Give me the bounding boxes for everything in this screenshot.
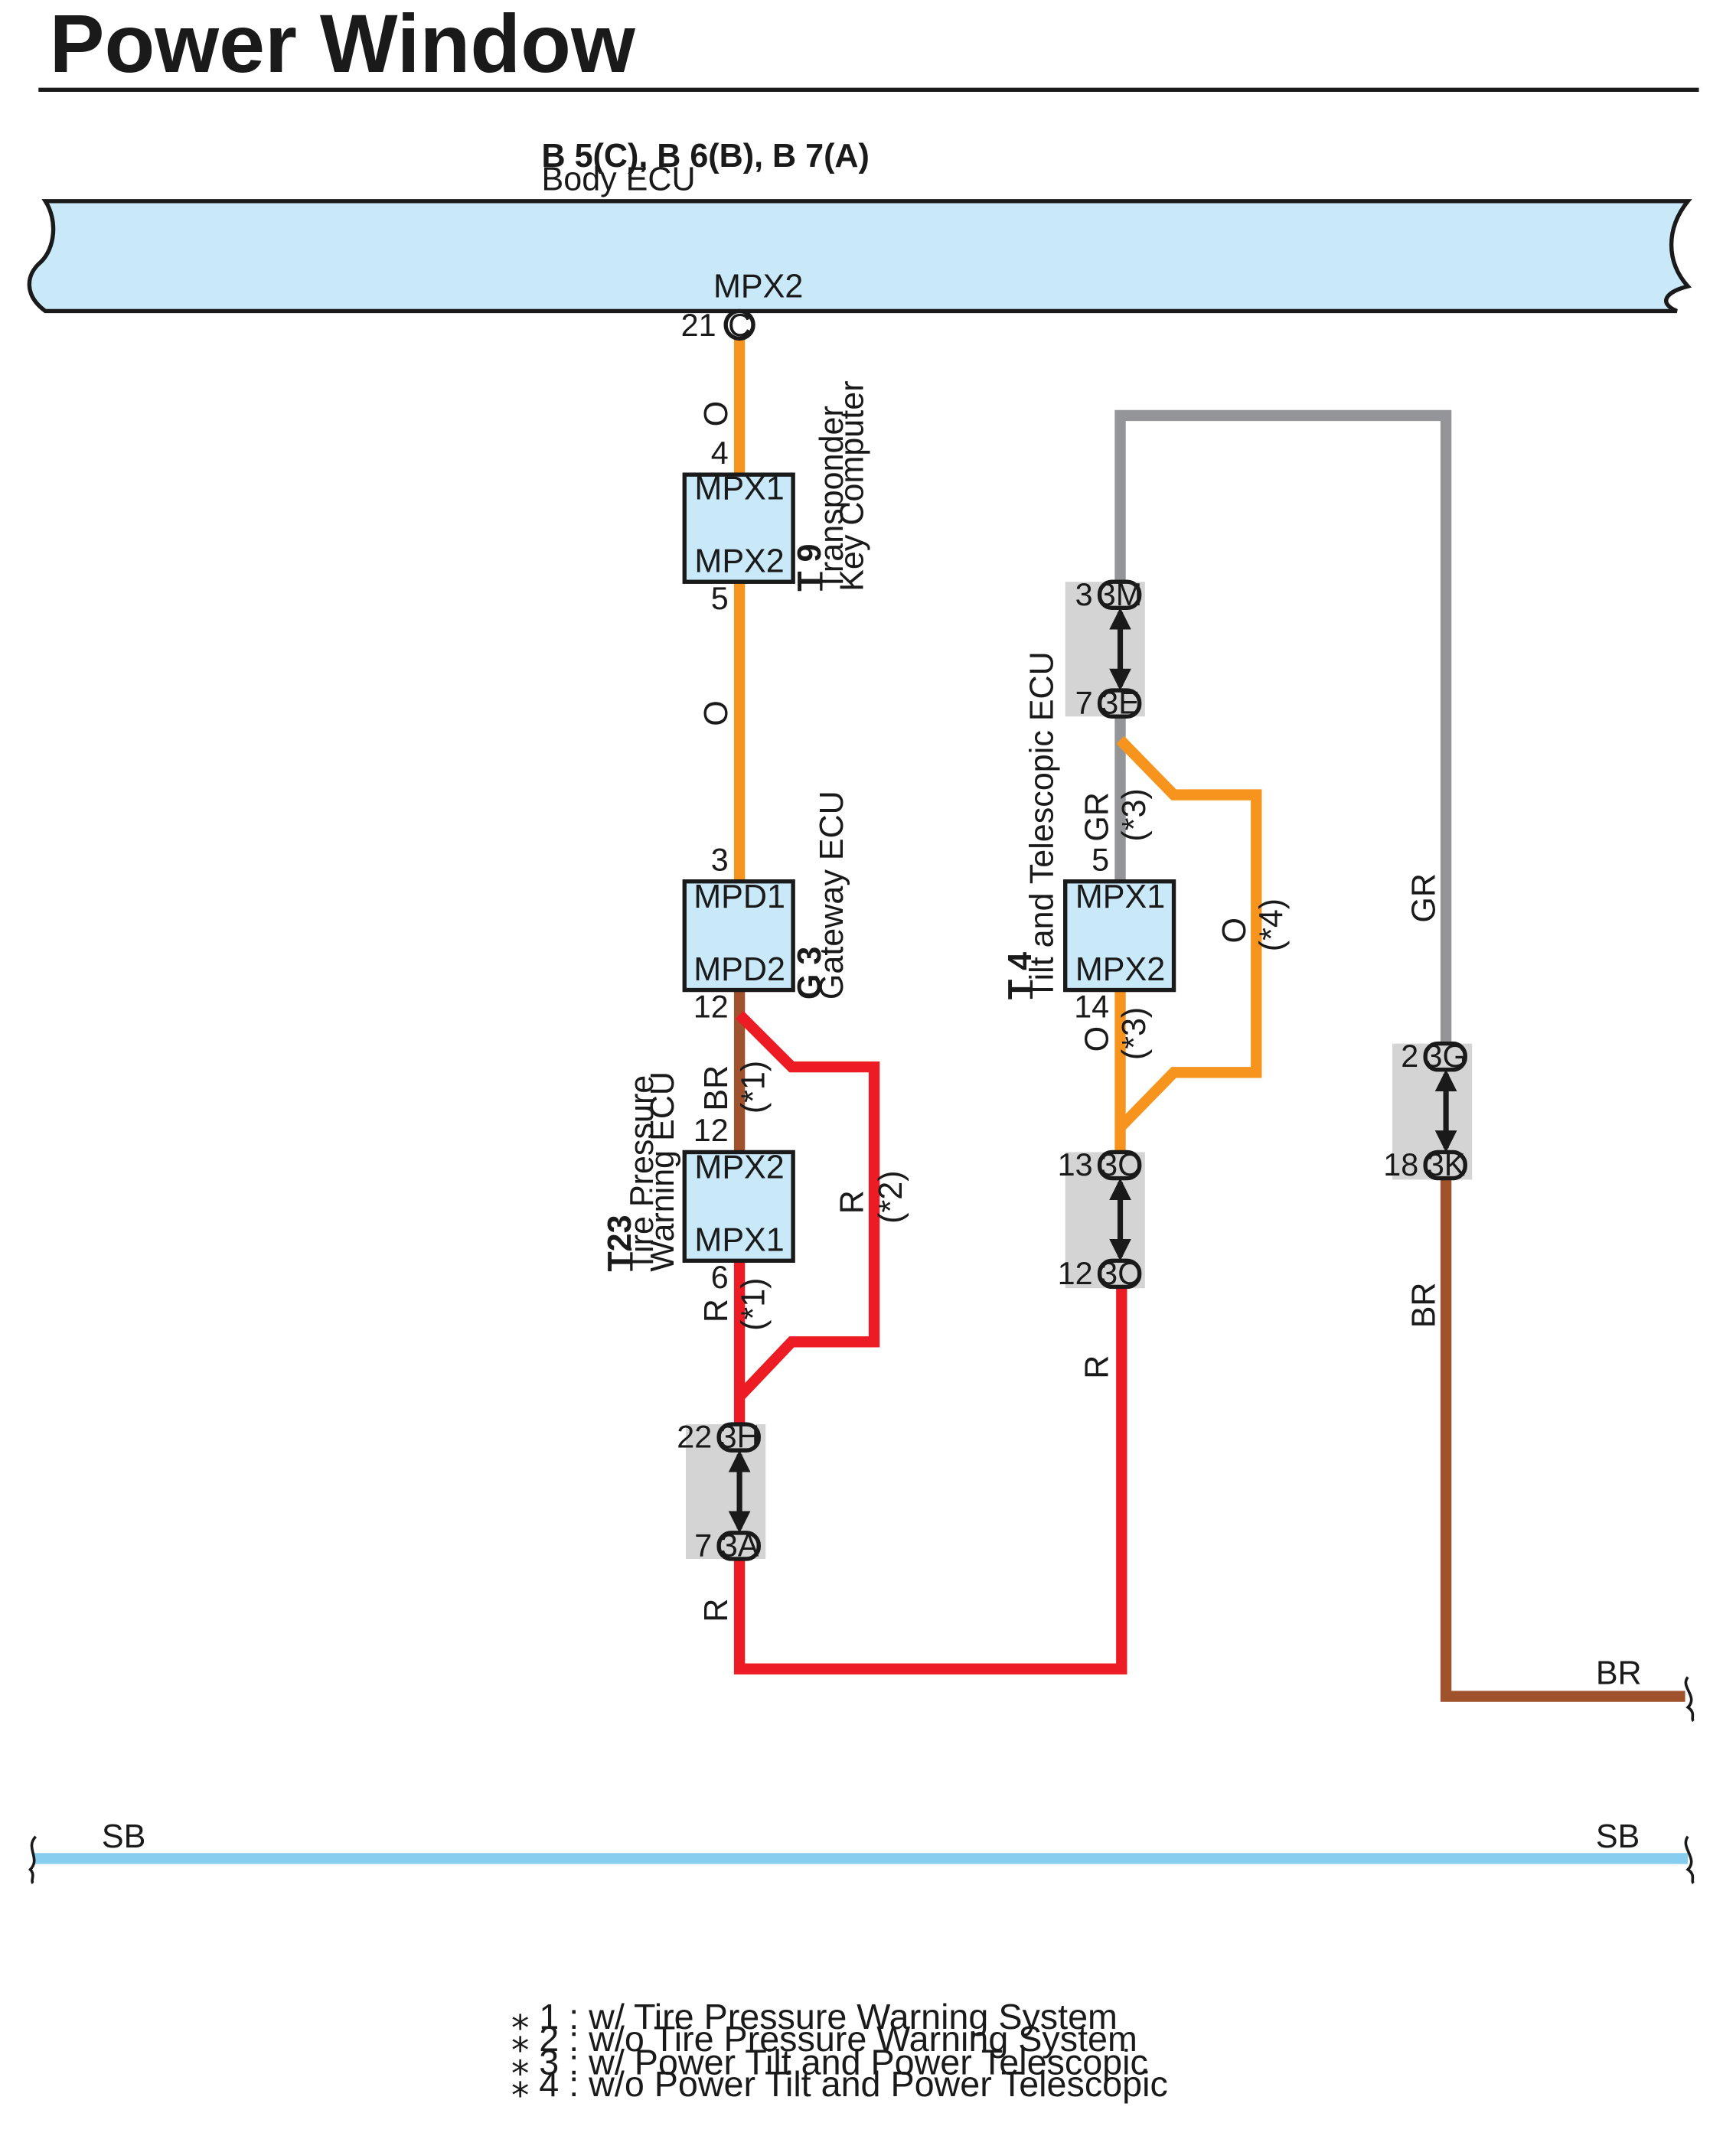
t23-term-top: MPX2 bbox=[694, 1150, 784, 1186]
g3-term-top: MPD1 bbox=[693, 879, 785, 915]
t4-term-bottom: MPX2 bbox=[1075, 951, 1165, 988]
conn-3k-pin: 18 bbox=[1383, 1147, 1418, 1182]
page-title: Power Window bbox=[50, 0, 636, 90]
body-ecu-pin-circle bbox=[723, 308, 755, 341]
g3-pin-top: 3 bbox=[711, 842, 729, 877]
wire-gray-top bbox=[1114, 409, 1452, 1044]
wire-red-loop bbox=[733, 1288, 1127, 1675]
conn-3g-pin: 2 bbox=[1401, 1039, 1418, 1074]
note-1: ⁎ 1 : w/ Tire Pressure Warning System bbox=[511, 1997, 1118, 2036]
t4-code: T 4 bbox=[1002, 952, 1039, 999]
connector-pair-3m-3e: 3M 3 3E 7 bbox=[1065, 577, 1145, 721]
conn-3c-bottom-label: 3C bbox=[1100, 1256, 1140, 1291]
conn-3a-label: 3A bbox=[720, 1528, 759, 1563]
t9-term-top: MPX1 bbox=[694, 470, 784, 507]
footnotes: ⁎ 1 : w/ Tire Pressure Warning System ⁎ … bbox=[511, 1997, 1168, 2104]
ecu-t9: MPX1 MPX2 4 5 T 9 Transponder Key Comput… bbox=[682, 380, 871, 616]
label-r-bypass: R bbox=[834, 1190, 871, 1214]
label-br-right: BR bbox=[1406, 1282, 1443, 1328]
conn-3e-pin: 7 bbox=[1075, 686, 1093, 721]
connector-pair-3c-3c: 3C 13 3C 12 bbox=[1058, 1147, 1145, 1291]
t9-name-1: Transponder bbox=[814, 406, 850, 592]
ecu-t23: MPX2 MPX1 12 6 T23 Tire Pressure Warning… bbox=[602, 1071, 795, 1295]
label-o-mid: O bbox=[698, 700, 735, 726]
connector-pair-3h-3a: 3H 22 3A 7 bbox=[677, 1420, 766, 1563]
body-ecu-box bbox=[27, 199, 1692, 314]
t23-term-bottom: MPX1 bbox=[694, 1222, 784, 1259]
label-note1-a: (*1) bbox=[735, 1061, 772, 1114]
wire-brown-right bbox=[1440, 1176, 1685, 1702]
body-ecu-terminal: MPX2 bbox=[713, 269, 803, 305]
break-mark-sb-right bbox=[1684, 1835, 1695, 1885]
t23-name-2: Warning ECU bbox=[644, 1071, 681, 1272]
note-2: ⁎ 2 : w/o Tire Pressure Warning System bbox=[511, 2019, 1137, 2059]
wire-labels: O O BR (*1) R (*2) R (*1) R GR (*3) O (*… bbox=[698, 401, 1443, 1622]
body-ecu-name: Body ECU bbox=[542, 161, 696, 197]
label-note1-b: (*1) bbox=[735, 1277, 772, 1330]
label-r-lower: R bbox=[698, 1598, 735, 1622]
ecu-g3: MPD1 MPD2 3 12 G 3 Gateway ECU bbox=[682, 791, 850, 1024]
g3-name: Gateway ECU bbox=[814, 791, 850, 999]
t4-pin-top: 5 bbox=[1092, 842, 1109, 877]
label-o-bypass: O bbox=[1216, 918, 1253, 944]
conn-3c-top-label: 3C bbox=[1100, 1147, 1140, 1182]
wires bbox=[34, 335, 1689, 1864]
wire-orange-bypass bbox=[1116, 735, 1262, 1132]
conn-3h-pin: 22 bbox=[677, 1420, 712, 1455]
t4-name: Tilt and Telescopic ECU bbox=[1024, 651, 1061, 999]
conn-3m-label: 3M bbox=[1098, 577, 1142, 612]
label-o-t4: O bbox=[1078, 1026, 1115, 1052]
label-o-top: O bbox=[698, 401, 735, 427]
t4-pin-bottom: 14 bbox=[1074, 989, 1109, 1024]
t23-code: T23 bbox=[602, 1215, 638, 1271]
t23-pin-top: 12 bbox=[693, 1113, 729, 1148]
conn-3h-label: 3H bbox=[720, 1420, 760, 1455]
t9-pin-bottom: 5 bbox=[711, 581, 729, 616]
note-4: ⁎ 4 : w/o Power Tilt and Power Telescopi… bbox=[511, 2064, 1168, 2104]
label-br-end: BR bbox=[1596, 1655, 1642, 1691]
body-ecu-pin: 21 bbox=[681, 308, 716, 343]
label-gr-right: GR bbox=[1406, 873, 1443, 923]
break-mark-br bbox=[1684, 1676, 1695, 1723]
label-sb-right: SB bbox=[1596, 1818, 1640, 1855]
connector-pair-3g-3k: 3G 2 3K 18 bbox=[1383, 1039, 1473, 1182]
conn-3a-pin: 7 bbox=[694, 1528, 712, 1563]
g3-term-bottom: MPD2 bbox=[693, 951, 785, 988]
label-note3-b: (*3) bbox=[1116, 1007, 1153, 1060]
t9-name-2: Key Computer bbox=[834, 380, 871, 591]
label-br-g3: BR bbox=[698, 1065, 735, 1111]
conn-3c-bottom-pin: 12 bbox=[1058, 1256, 1093, 1291]
g3-pin-bottom: 12 bbox=[693, 989, 729, 1024]
conn-3e-label: 3E bbox=[1101, 686, 1140, 721]
conn-3k-label: 3K bbox=[1427, 1147, 1466, 1182]
conn-3g-label: 3G bbox=[1425, 1039, 1467, 1074]
label-note2: (*2) bbox=[873, 1170, 909, 1223]
conn-3m-pin: 3 bbox=[1075, 577, 1093, 612]
label-r-3c: R bbox=[1078, 1355, 1115, 1379]
t4-term-top: MPX1 bbox=[1075, 879, 1165, 915]
ecu-t4: MPX1 MPX2 5 14 T 4 Tilt and Telescopic E… bbox=[1002, 651, 1176, 1024]
wire-red-bypass bbox=[735, 1010, 880, 1401]
t23-pin-bottom: 6 bbox=[711, 1260, 729, 1295]
label-gr-t4: GR bbox=[1078, 792, 1115, 842]
label-note4: (*4) bbox=[1253, 898, 1290, 951]
body-ecu-code: B 5(C), B 6(B), B 7(A) bbox=[542, 138, 870, 174]
label-r-t23: R bbox=[698, 1299, 735, 1322]
label-note3-a: (*3) bbox=[1116, 788, 1153, 841]
t9-code: T 9 bbox=[791, 544, 828, 592]
t9-term-bottom: MPX2 bbox=[694, 543, 784, 580]
conn-3c-top-pin: 13 bbox=[1058, 1147, 1093, 1182]
t23-name-1: Tire Pressure bbox=[624, 1075, 661, 1272]
label-sb-left: SB bbox=[102, 1818, 145, 1855]
break-mark-sb-left bbox=[28, 1835, 38, 1885]
body-ecu-connector: C bbox=[728, 308, 751, 343]
g3-code: G 3 bbox=[791, 947, 828, 999]
t9-pin-top: 4 bbox=[711, 435, 729, 471]
note-3: ⁎ 3 : w/ Power Tilt and Power Telescopic bbox=[511, 2042, 1148, 2082]
